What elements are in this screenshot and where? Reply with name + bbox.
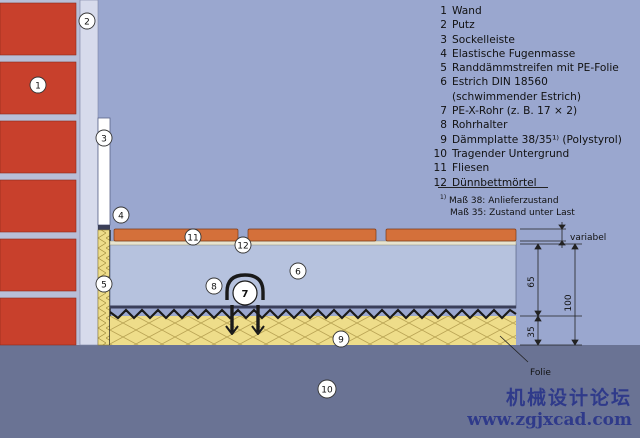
callout-label-8: 8 bbox=[211, 283, 217, 293]
callout-tiles bbox=[184, 228, 202, 246]
legend-item-text: Elastische Fugenmasse bbox=[452, 47, 576, 60]
watermark-url: www.zgjxcad.com bbox=[467, 410, 632, 430]
callout-screed bbox=[289, 262, 307, 280]
legend-item: 2 Putz bbox=[433, 18, 637, 32]
dim-variabel: variabel bbox=[570, 233, 606, 243]
legend-item-number: 6 bbox=[440, 76, 447, 89]
callout-pipe-holder bbox=[205, 277, 223, 295]
callout-label-10: 10 bbox=[321, 386, 333, 396]
legend-item-number: 4 bbox=[440, 47, 447, 60]
legend: 1 Wand 2 Putz 3 Sockelleiste 4 Elastische Fugen… bbox=[433, 4, 637, 190]
legend-item: 5 Randdämmstreifen mit PE-Folie bbox=[433, 61, 637, 75]
callout-circles bbox=[29, 12, 350, 399]
legend-item-text: Dämmplatte 38/35¹⁾ (Polystyrol) bbox=[452, 133, 622, 146]
legend-item-text: Dünnbettmörtel bbox=[452, 176, 537, 189]
footnote-line-2: Maß 35: Zustand unter Last bbox=[440, 207, 636, 219]
legend-item: 10 Tragender Untergrund bbox=[433, 147, 637, 161]
callout-label-4: 4 bbox=[118, 212, 124, 222]
footnote-text-2: Maß 35: Zustand unter Last bbox=[450, 208, 575, 218]
footnote: 1) Maß 38: Anlieferzustand Maß 35: Zusta… bbox=[440, 192, 636, 219]
elastic-joint bbox=[98, 225, 110, 230]
watermark: 机械设计论坛 www.zgjxcad.com bbox=[432, 383, 632, 430]
dim-folie: Folie bbox=[530, 368, 551, 378]
legend-item-text: PE-X-Rohr (z. B. 17 × 2) bbox=[452, 105, 578, 118]
legend-item-text: Rohrhalter bbox=[452, 119, 508, 132]
legend-item-number: 7 bbox=[440, 105, 447, 118]
callout-plaster bbox=[78, 12, 96, 30]
legend-item-number: 8 bbox=[440, 119, 447, 132]
legend-item: 11 Fliesen bbox=[433, 161, 637, 175]
callout-label-3: 3 bbox=[101, 135, 107, 145]
legend-item-number: 1 bbox=[440, 5, 447, 17]
legend-item-text: Wand bbox=[452, 5, 482, 17]
callout-edge-strip bbox=[95, 275, 113, 293]
callout-substrate bbox=[317, 379, 337, 399]
legend-item-number: 11 bbox=[433, 162, 447, 175]
pe-film-layer bbox=[109, 308, 517, 320]
legend-item-text: Putz bbox=[452, 19, 475, 32]
callout-mortar bbox=[234, 236, 252, 254]
footnote-rule bbox=[438, 187, 548, 188]
callout-label-12: 12 bbox=[237, 242, 248, 252]
tiles bbox=[113, 228, 517, 242]
callout-label-11: 11 bbox=[187, 234, 198, 244]
callout-label-9: 9 bbox=[338, 336, 344, 346]
watermark-title: 机械设计论坛 bbox=[505, 387, 632, 409]
legend-item: 12 Dünnbettmörtel bbox=[433, 176, 637, 190]
callout-insulation bbox=[332, 330, 350, 348]
callout-joint bbox=[112, 206, 130, 224]
dimension-labels: variabel 65 35 100 Folie bbox=[527, 233, 606, 378]
footnote-line-1: 1) Maß 38: Anlieferzustand bbox=[440, 192, 636, 207]
plaster bbox=[79, 0, 99, 346]
legend-item-text: Tragender Untergrund bbox=[452, 147, 570, 160]
wall-bricks bbox=[0, 2, 77, 346]
legend-item-number: 10 bbox=[433, 147, 447, 160]
callout-labels: 1 2 3 4 5 6 7 8 9 10 11 12 bbox=[35, 18, 344, 396]
legend-item: 1 Wand bbox=[433, 4, 637, 18]
insulation-hatch bbox=[110, 316, 516, 345]
legend-item-continuation: (schwimmender Estrich) bbox=[452, 90, 581, 103]
legend-item-number: 3 bbox=[440, 33, 447, 46]
legend-item-number: 5 bbox=[440, 62, 447, 75]
callout-label-1: 1 bbox=[35, 82, 41, 92]
dimension-lines bbox=[499, 222, 582, 363]
callout-label-7: 7 bbox=[242, 289, 249, 300]
legend-item-text: Fliesen bbox=[452, 162, 490, 175]
legend-item-text: Estrich DIN 18560 bbox=[452, 76, 548, 89]
legend-item: 8 Rohrhalter bbox=[433, 118, 637, 132]
callout-wall bbox=[29, 76, 47, 94]
pex-pipe bbox=[232, 280, 258, 306]
callout-label-5: 5 bbox=[101, 281, 107, 291]
callout-skirting bbox=[95, 129, 113, 147]
legend-item-text: Sockelleiste bbox=[452, 33, 515, 46]
dim-35: 35 bbox=[527, 326, 537, 337]
legend-item: 6 Estrich DIN 18560 bbox=[433, 75, 637, 89]
legend-item: 7 PE-X-Rohr (z. B. 17 × 2) bbox=[433, 104, 637, 118]
legend-item: 4 Elastische Fugenmasse bbox=[433, 47, 637, 61]
callout-label-2: 2 bbox=[84, 18, 90, 28]
footnote-marker: 1) bbox=[440, 194, 447, 201]
legend-item-number: 12 bbox=[433, 176, 447, 189]
legend-item-text: Randdämmstreifen mit PE-Folie bbox=[452, 62, 619, 75]
legend-item: 9 Dämmplatte 38/35¹⁾ (Polystyrol) bbox=[433, 133, 637, 147]
callout-label-6: 6 bbox=[295, 268, 301, 278]
thin-bed-mortar bbox=[109, 240, 517, 246]
pipe-holder bbox=[225, 273, 265, 335]
legend-item: 3 Sockelleiste bbox=[433, 33, 637, 47]
dim-65: 65 bbox=[527, 276, 537, 287]
legend-item-number: 2 bbox=[440, 19, 447, 32]
dim-100: 100 bbox=[564, 294, 574, 311]
screed bbox=[109, 243, 517, 309]
footnote-text-1: Maß 38: Anlieferzustand bbox=[449, 196, 559, 206]
legend-item-number: 9 bbox=[440, 133, 447, 146]
